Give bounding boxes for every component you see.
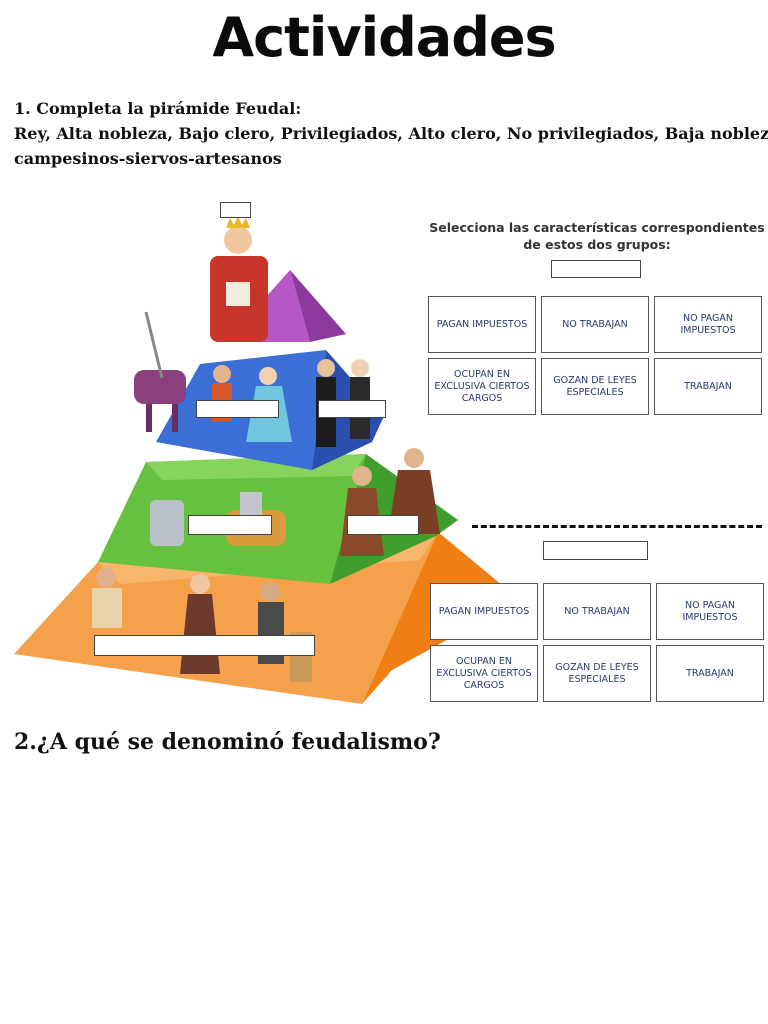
- non-privileged-group-blank[interactable]: [543, 541, 648, 560]
- instruction-heading: 1. Completa la pirámide Feudal:: [14, 99, 302, 118]
- peasants-label-blank[interactable]: [94, 635, 315, 656]
- option-work[interactable]: Trabajan: [656, 645, 764, 702]
- option-pay-taxes[interactable]: Pagan impuestos: [428, 296, 536, 353]
- option-work[interactable]: Trabajan: [654, 358, 762, 415]
- page-title: Actividades: [212, 6, 556, 69]
- low-nobility-label-blank[interactable]: [188, 515, 272, 535]
- option-do-not-work[interactable]: No trabajan: [541, 296, 649, 353]
- option-exclusive-posts[interactable]: Ocupan en exclusiva ciertos cargos: [430, 645, 538, 702]
- option-do-not-pay-taxes[interactable]: No pagan impuestos: [656, 583, 764, 640]
- instructions: 1. Completa la pirámide Feudal: Rey, Alt…: [14, 96, 768, 171]
- selection-title-line1: Selecciona las características correspon…: [429, 220, 765, 235]
- characteristics-grid-top: Pagan impuestos No trabajan No pagan imp…: [428, 296, 762, 415]
- high-clergy-label-blank[interactable]: [318, 400, 386, 418]
- instruction-word-list: Rey, Alta nobleza, Bajo clero, Privilegi…: [14, 124, 768, 143]
- king-figure: [210, 216, 268, 342]
- characteristics-grid-bottom: Pagan impuestos No trabajan No pagan imp…: [430, 583, 764, 702]
- instruction-word-list-cont: campesinos-siervos-artesanos: [14, 149, 282, 168]
- high-nobility-label-blank[interactable]: [196, 400, 279, 418]
- option-pay-taxes[interactable]: Pagan impuestos: [430, 583, 538, 640]
- group-divider: [472, 525, 762, 528]
- privileged-group-blank[interactable]: [551, 260, 641, 278]
- low-clergy-label-blank[interactable]: [347, 515, 419, 535]
- selection-title: Selecciona las características correspon…: [426, 219, 768, 253]
- option-do-not-work[interactable]: No trabajan: [543, 583, 651, 640]
- option-special-laws[interactable]: Gozan de leyes especiales: [541, 358, 649, 415]
- option-do-not-pay-taxes[interactable]: No pagan impuestos: [654, 296, 762, 353]
- selection-title-line2: de estos dos grupos:: [523, 237, 671, 252]
- option-special-laws[interactable]: Gozan de leyes especiales: [543, 645, 651, 702]
- option-exclusive-posts[interactable]: Ocupan en exclusiva ciertos cargos: [428, 358, 536, 415]
- feudal-pyramid-illustration: [14, 216, 520, 704]
- monk-figures: [340, 448, 440, 556]
- question-2: 2.¿A qué se denominó feudalismo?: [14, 729, 441, 755]
- king-label-blank[interactable]: [220, 202, 251, 218]
